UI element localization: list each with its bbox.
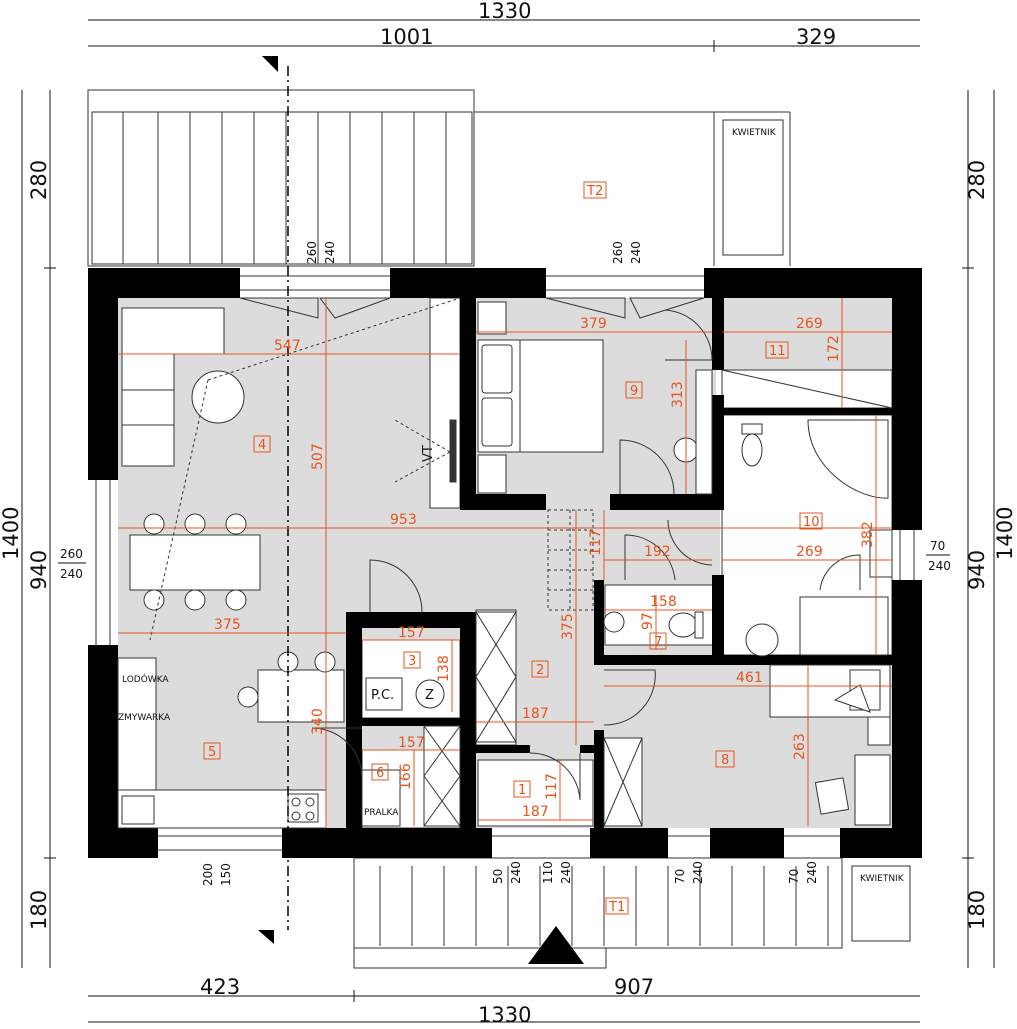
dim-right-total: 1400	[993, 507, 1017, 560]
dimension-lines	[21, 19, 995, 1023]
opening-right-b: 240	[928, 559, 951, 573]
room-9: 9	[630, 384, 638, 399]
kwietnik-bottom-label: KWIETNIK	[860, 874, 905, 884]
dim-382: 382	[860, 521, 876, 548]
dim-top-total: 1330	[478, 0, 531, 23]
entrance-arrow	[528, 926, 584, 964]
dim-461: 461	[736, 670, 763, 686]
opening-top1-a: 260	[305, 241, 319, 264]
opening-bot5-a: 70	[787, 869, 801, 884]
dim-right-mid: 940	[965, 550, 989, 590]
dim-97: 97	[640, 612, 656, 630]
walls	[88, 268, 922, 858]
dim-192: 192	[644, 544, 671, 560]
opening-bot4-b: 240	[691, 861, 705, 884]
windows	[95, 275, 915, 851]
section-mark-top	[262, 56, 278, 72]
dim-bottom-total: 1330	[478, 1003, 531, 1027]
opening-top1-b: 240	[323, 241, 337, 264]
opening-right-a: 70	[930, 539, 945, 553]
room-2: 2	[536, 663, 544, 678]
dim-187b: 187	[522, 804, 549, 820]
doors	[311, 309, 861, 801]
room-5: 5	[208, 745, 216, 760]
dim-117a: 117	[588, 529, 604, 556]
dim-left-mid: 940	[27, 550, 51, 590]
dim-166: 166	[398, 763, 414, 790]
dim-left-bottom: 180	[27, 890, 51, 930]
zmywarka-label: ZMYWARKA	[118, 713, 171, 723]
room-1: 1	[518, 783, 526, 798]
dim-bottom-left: 423	[200, 975, 240, 999]
dim-117b: 117	[544, 773, 560, 800]
room-number-boxes	[203, 181, 823, 915]
dim-left-total: 1400	[0, 507, 23, 560]
room-6: 6	[376, 766, 384, 781]
dim-340: 340	[310, 708, 326, 735]
dim-right-top: 280	[965, 160, 989, 200]
section-mark-bottom	[258, 930, 274, 944]
dim-547: 547	[274, 338, 301, 354]
pralka-label: PRALKA	[364, 808, 399, 818]
opening-left-a: 260	[60, 547, 83, 561]
z-label: Z	[425, 688, 434, 703]
terrace-t2: T2	[586, 184, 603, 199]
dim-bottom-right: 907	[614, 975, 654, 999]
opening-top2-b: 240	[629, 241, 643, 264]
room-7: 7	[654, 635, 662, 650]
opening-bot1-b: 150	[219, 863, 233, 886]
opening-left-b: 240	[60, 567, 83, 581]
dim-left-top: 280	[27, 160, 51, 200]
dim-top-left: 1001	[380, 25, 433, 49]
room-10: 10	[803, 515, 820, 530]
opening-bot2-b: 240	[509, 861, 523, 884]
dim-right-bottom: 180	[965, 890, 989, 930]
room-11: 11	[769, 344, 786, 359]
opening-bot2-a: 50	[491, 869, 505, 884]
inner-dim-lines	[118, 298, 892, 828]
lodowka-label: LODÓWKA	[122, 673, 169, 685]
dim-158: 158	[650, 594, 677, 610]
tv-lines	[149, 297, 461, 641]
dim-138: 138	[436, 655, 452, 682]
kwietnik-top-label: KWIETNIK	[732, 128, 777, 138]
dim-375h: 375	[214, 617, 241, 633]
room-3: 3	[408, 654, 416, 669]
vt-label: VT	[421, 445, 436, 462]
dim-top-right: 329	[796, 25, 836, 49]
pc-label: P.C.	[371, 688, 394, 703]
opening-bot3-b: 240	[559, 861, 573, 884]
dim-313: 313	[670, 381, 686, 408]
opening-bot3-a: 110	[541, 861, 555, 884]
room-8: 8	[721, 753, 729, 768]
dim-187a: 187	[522, 706, 549, 722]
dim-953: 953	[390, 512, 417, 528]
dim-375v: 375	[560, 613, 576, 640]
opening-bot5-b: 240	[805, 861, 819, 884]
dim-263: 263	[792, 733, 808, 760]
dim-269b: 269	[796, 544, 823, 560]
opening-bot1-a: 200	[201, 863, 215, 886]
dim-172: 172	[826, 335, 842, 362]
dim-507: 507	[310, 443, 326, 470]
dim-379: 379	[580, 316, 607, 332]
dim-157b: 157	[398, 735, 425, 751]
dim-157a: 157	[398, 625, 425, 641]
terrace-top	[87, 89, 791, 267]
dim-269a: 269	[796, 316, 823, 332]
terrace-t1: T1	[608, 900, 625, 915]
terrace-bottom	[353, 857, 911, 969]
room-4: 4	[258, 438, 266, 453]
opening-top2-a: 260	[611, 241, 625, 264]
furniture	[117, 301, 893, 829]
opening-bot4-a: 70	[673, 869, 687, 884]
